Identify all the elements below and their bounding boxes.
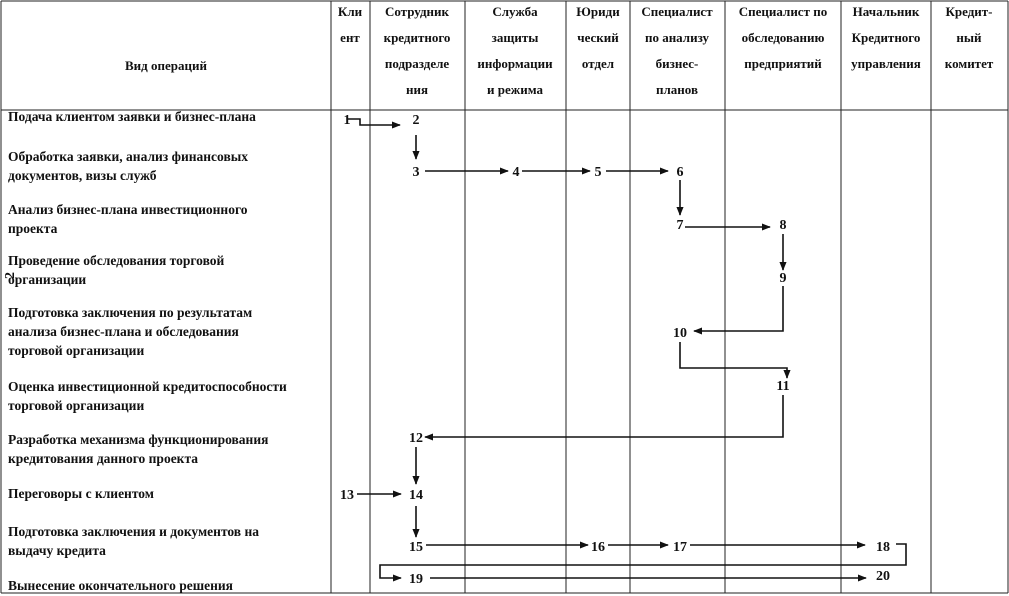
- column-header-1-line-2: ент: [340, 30, 360, 45]
- operation-9-line-1: Подготовка заключения и документов на: [8, 524, 259, 539]
- operation-7-line-1: Разработка механизма функционирования: [8, 432, 268, 447]
- step-number-20: 20: [876, 569, 890, 584]
- step-number-15: 15: [409, 540, 423, 555]
- step-number-7: 7: [677, 218, 684, 233]
- table-header: Вид операций Кли ент Сотрудник кредитного по…: [125, 4, 994, 97]
- arrow-18-19: [379, 543, 907, 582]
- column-header-2-line-1: Сотрудник: [385, 4, 450, 19]
- arrow-11-12: [424, 395, 784, 441]
- column-header-4-line-3: отдел: [582, 56, 614, 71]
- stray-mark: 2: [3, 272, 18, 279]
- step-number-4: 4: [513, 165, 520, 180]
- operation-1-line-1: Подача клиентом заявки и бизнес-плана: [8, 109, 256, 124]
- step-number-14: 14: [409, 488, 423, 503]
- operation-9-line-2: выдачу кредита: [8, 543, 106, 558]
- operation-8-line-1: Переговоры с клиентом: [8, 486, 154, 501]
- step-number-9: 9: [780, 271, 787, 286]
- operation-6-line-1: Оценка инвестиционной кредитоспособности: [8, 379, 287, 394]
- flow-arrows: [347, 118, 907, 582]
- arrow-10-11: [679, 342, 791, 379]
- step-number-13: 13: [340, 488, 354, 503]
- column-header-3-line-1: Служба: [492, 4, 538, 19]
- column-header-7-line-2: Кредитного: [852, 30, 921, 45]
- step-number-11: 11: [776, 379, 789, 394]
- column-header-2-line-2: кредитного: [384, 30, 451, 45]
- column-headers: Кли ент Сотрудник кредитного подразделе ния Сл…: [338, 4, 994, 97]
- column-header-3-line-2: защиты: [492, 30, 539, 45]
- column-header-6-line-3: предприятий: [744, 56, 822, 71]
- column-header-6-line-2: обследованию: [742, 30, 825, 45]
- column-header-8-line-1: Кредит-: [945, 4, 992, 19]
- operation-5-line-2: анализа бизнес-плана и обследования: [8, 324, 239, 339]
- column-header-2-line-4: ния: [406, 82, 428, 97]
- column-header-8-line-2: ный: [956, 30, 982, 45]
- arrow-9-10: [693, 286, 784, 335]
- step-number-12: 12: [409, 431, 423, 446]
- operation-5-line-1: Подготовка заключения по результатам: [8, 305, 252, 320]
- column-header-3-line-3: информации: [477, 56, 553, 71]
- column-header-5-line-1: Специалист: [641, 4, 713, 19]
- step-number-2: 2: [413, 113, 420, 128]
- step-number-6: 6: [677, 165, 684, 180]
- step-number-8: 8: [780, 218, 787, 233]
- step-number-19: 19: [409, 572, 423, 587]
- operation-6-line-2: торговой организации: [8, 398, 144, 413]
- column-header-7-line-3: управления: [851, 56, 921, 71]
- step-number-10: 10: [673, 326, 687, 341]
- operation-list: Подача клиентом заявки и бизнес-планаОбр…: [8, 109, 287, 593]
- arrow-1-2: [347, 118, 401, 129]
- operation-2-line-2: документов, визы служб: [8, 168, 157, 183]
- step-number-18: 18: [876, 540, 890, 555]
- operation-10-line-1: Вынесение окончательного решения: [8, 578, 233, 593]
- column-header-5-line-4: планов: [656, 82, 698, 97]
- column-header-5-line-2: по анализу: [645, 30, 710, 45]
- column-header-4-line-1: Юриди: [576, 4, 620, 19]
- operation-4-line-1: Проведение обследования торговой: [8, 253, 225, 268]
- operation-3-line-2: проекта: [8, 221, 58, 236]
- column-header-4-line-2: ческий: [577, 30, 619, 45]
- column-header-6-line-1: Специалист по: [739, 4, 827, 19]
- column-header-1-line-1: Кли: [338, 4, 363, 19]
- operation-2-line-1: Обработка заявки, анализ финансовых: [8, 149, 248, 164]
- step-number-16: 16: [591, 540, 605, 555]
- operation-7-line-2: кредитования данного проекта: [8, 451, 198, 466]
- column-header-3-line-4: и режима: [487, 82, 543, 97]
- step-number-3: 3: [413, 165, 420, 180]
- column-header-7-line-1: Начальник: [853, 4, 920, 19]
- operation-column-header: Вид операций: [125, 58, 207, 73]
- column-header-8-line-3: комитет: [945, 56, 994, 71]
- operation-5-line-3: торговой организации: [8, 343, 144, 358]
- operation-3-line-1: Анализ бизнес-плана инвестиционного: [8, 202, 248, 217]
- step-number-1: 1: [344, 113, 351, 128]
- column-header-5-line-3: бизнес-: [656, 56, 699, 71]
- operation-4-line-2: организации: [8, 272, 86, 287]
- column-header-2-line-3: подразделе: [385, 56, 450, 71]
- step-number-5: 5: [595, 165, 602, 180]
- step-number-17: 17: [673, 540, 687, 555]
